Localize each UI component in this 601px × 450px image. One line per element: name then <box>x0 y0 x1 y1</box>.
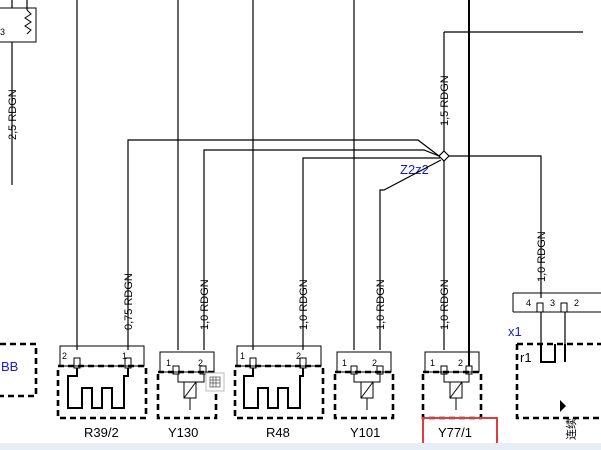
wire-label-y130: 1,0 RDGN <box>199 279 211 330</box>
right-element-label: r1 <box>520 350 532 365</box>
svg-text:4: 4 <box>526 298 531 308</box>
component-r48: 1 2 R48 <box>233 345 325 440</box>
wire-label-y101: 1,0 RDGN <box>375 279 387 330</box>
top-left-pin-label: 3 <box>0 27 5 37</box>
wire-label-r48: 1,0 RDGN <box>298 279 310 330</box>
component-y101: 1 2 Y101 <box>333 351 395 440</box>
svg-text:3: 3 <box>550 298 555 308</box>
svg-text:2: 2 <box>296 351 301 361</box>
heater-element-icon <box>67 368 129 409</box>
svg-text:1: 1 <box>430 358 435 368</box>
splice-label: Z2z2 <box>400 162 429 177</box>
table-popup-icon[interactable] <box>205 372 225 392</box>
resistor-symbol <box>24 9 32 35</box>
left-connector: BB <box>0 342 38 398</box>
component-y77: 1 2 Y77/1 <box>421 351 483 440</box>
top-left-component: 3 <box>0 0 37 43</box>
wire-label-left-top: 2,5 RDGN <box>7 89 19 140</box>
component-r39: 2 1 R39/2 <box>56 345 148 440</box>
wire-branch-r48 <box>302 157 440 350</box>
svg-text:2: 2 <box>62 351 67 361</box>
component-label-r39: R39/2 <box>84 425 119 440</box>
component-label-y130: Y130 <box>168 425 198 440</box>
wire-branch-right <box>449 155 542 298</box>
left-connector-label: BB <box>1 359 18 374</box>
svg-text:1: 1 <box>122 351 127 361</box>
svg-text:2: 2 <box>198 358 203 368</box>
wire-label-right: 1,0 RDGN <box>536 231 548 282</box>
svg-text:1: 1 <box>342 358 347 368</box>
svg-text:2: 2 <box>458 358 463 368</box>
wire-label-main-in: 1,5 RDGN <box>439 75 451 126</box>
right-connector-label: x1 <box>508 324 522 339</box>
wire-branch-r39 <box>127 139 440 350</box>
svg-text:2: 2 <box>574 298 579 308</box>
splice-node <box>438 150 450 162</box>
wire-label-r39: 0,75 RDGN <box>123 273 135 330</box>
wire-label-y77: 1,0 RDGN <box>439 279 451 330</box>
bottom-scroll-strip <box>0 443 601 450</box>
svg-text:1: 1 <box>240 351 245 361</box>
arrow-marker-icon <box>560 400 566 412</box>
component-label-y77: Y77/1 <box>438 425 472 440</box>
right-partial-text: 连续 <box>564 418 578 440</box>
sensor-element-icon <box>540 344 566 363</box>
component-label-y101: Y101 <box>350 425 380 440</box>
component-y130: 1 2 Y130 <box>156 351 225 440</box>
wire-branch-y130 <box>203 149 440 350</box>
svg-text:2: 2 <box>372 358 377 368</box>
component-label-r48: R48 <box>266 425 290 440</box>
wire-branch-y101 <box>379 159 442 350</box>
right-connector: 4 3 2 x1 r1 连续 <box>508 292 601 440</box>
heater-element-icon <box>243 368 304 409</box>
svg-text:1: 1 <box>166 358 171 368</box>
